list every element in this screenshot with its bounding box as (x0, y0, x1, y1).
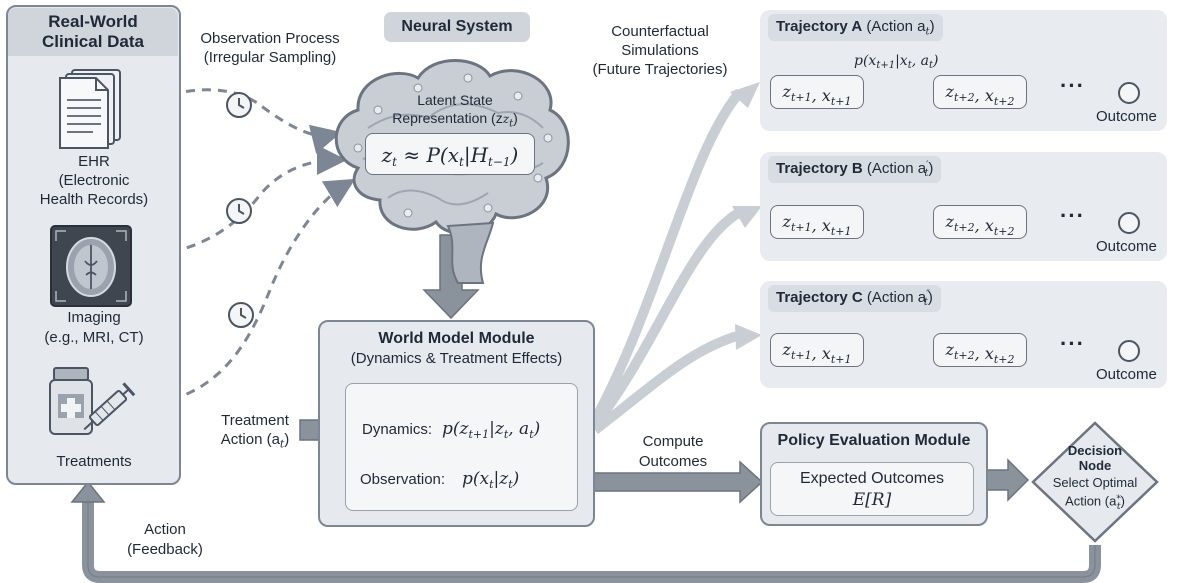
state-box-t2: zt+2, xt+2 (933, 75, 1027, 109)
expected-outcomes-label: Expected Outcomes (799, 470, 945, 487)
outcome-circle-icon (1118, 340, 1140, 362)
svg-text:zt+2, xt+2: zt+2, xt+2 (945, 340, 1015, 365)
svg-text:p(xt|zt): p(xt|zt) (462, 469, 519, 491)
state-box-t2: zt+2, xt+2 (933, 333, 1027, 367)
trajectory-a-panel: Trajectory A (Action at) (760, 10, 1167, 131)
policy-evaluation-title: Policy Evaluation Module (777, 432, 971, 449)
dashed-arrow-ehr (139, 88, 342, 154)
feedback-arrowhead (70, 480, 106, 503)
state-box-t1: zt+1, xt+1 (770, 75, 864, 109)
state-box-t1: zt+1, xt+1 (770, 205, 864, 239)
fan-arrow-a (590, 88, 744, 423)
neural-system-title: Neural System (384, 12, 530, 42)
svg-text:zt+1, xt+1: zt+1, xt+1 (782, 212, 852, 237)
document-icon (59, 69, 121, 149)
svg-text:p(zt+1|zt, at): p(zt+1|zt, at) (442, 419, 540, 441)
latent-equation-box (365, 133, 535, 175)
fan-arrow-b (591, 207, 743, 429)
svg-text:zt+2, xt+2: zt+2, xt+2 (945, 82, 1015, 107)
ehr-label: EHR (Electronic Health Records) (39, 153, 149, 208)
outcome-label: Outcome (1096, 366, 1157, 383)
decision-node-diamond (1031, 421, 1159, 543)
expected-outcomes-equation: E[R] (852, 490, 892, 510)
arrow-compute-outcomes (577, 460, 764, 504)
outcome-circle-icon (1118, 82, 1140, 104)
dashed-arrow-imaging (139, 145, 347, 260)
treatments-label: Treatments (56, 453, 132, 470)
world-model-subtitle: (Dynamics & Treatment Effects) (350, 350, 563, 367)
clinical-data-title: Real-World Clinical Data (8, 8, 178, 56)
svg-text:zt+2, xt+2: zt+2, xt+2 (945, 212, 1015, 237)
feedback-label: Action (Feedback) (127, 521, 203, 558)
transition-probability-label: p(xt+1|xt, at) (854, 53, 939, 71)
ellipsis: ··· (1060, 331, 1085, 356)
compute-outcomes-label: Compute Outcomes (638, 433, 708, 470)
outcome-circle-icon (1118, 212, 1140, 234)
trajectory-a-title: Trajectory A (Action at) (768, 14, 943, 42)
decision-node-text: Select Optimal Action (a*t) (1052, 475, 1138, 512)
treatment-action-label: Treatment Action (at) (220, 412, 290, 451)
state-box-t2: zt+2, xt+2 (933, 205, 1027, 239)
fan-arrow-c (591, 330, 742, 434)
outcome-label: Outcome (1096, 238, 1157, 255)
outcome-label: Outcome (1096, 108, 1157, 125)
svg-text:zt+1, xt+1: zt+1, xt+1 (782, 82, 852, 107)
svg-text:zt ≈ P(xt|Ht−1): zt ≈ P(xt|Ht−1) (381, 143, 519, 169)
ellipsis: ··· (1060, 73, 1085, 98)
observation-process-label: Observation Process (Irregular Sampling) (200, 30, 340, 66)
clock-icon (226, 92, 252, 118)
latent-state-label: Latent State Representation (zzt) (392, 92, 518, 130)
world-model-inner (345, 383, 578, 511)
dynamics-label: Dynamics: (362, 421, 433, 438)
svg-text:zt+1, xt+1: zt+1, xt+1 (782, 340, 852, 365)
clock-icon (228, 302, 254, 328)
clock-icon (226, 198, 252, 224)
expected-outcomes-box (770, 462, 974, 516)
ellipsis: ··· (1060, 203, 1085, 228)
medication-syringe-icon (49, 367, 136, 435)
svg-text:p(xt+1|xt, at): p(xt+1|xt, at) (854, 53, 939, 71)
latent-equation: zt ≈ P(xt|Ht−1) (381, 143, 519, 169)
observation-label: Observation: (360, 471, 446, 488)
world-model-title: World Model Module (378, 330, 535, 347)
arrow-policy-to-decision (984, 458, 1030, 502)
observation-equation: p(xt|zt) (462, 469, 519, 491)
decision-node-title: Decision Node (1067, 443, 1123, 473)
dashed-arrow-treatments (139, 178, 356, 407)
trajectory-c-title: Trajectory C (Action a″t) (768, 285, 941, 313)
imaging-label: Imaging (e.g., MRI, CT) (44, 309, 144, 346)
trajectory-b-title: Trajectory B (Action a′t) (768, 156, 942, 184)
state-box-t1: zt+1, xt+1 (770, 333, 864, 367)
dynamics-equation: p(zt+1|zt, at) (442, 419, 540, 441)
mri-scan-icon (50, 225, 132, 307)
counterfactual-label: Counterfactual Simulations (Future Traje… (592, 23, 728, 78)
